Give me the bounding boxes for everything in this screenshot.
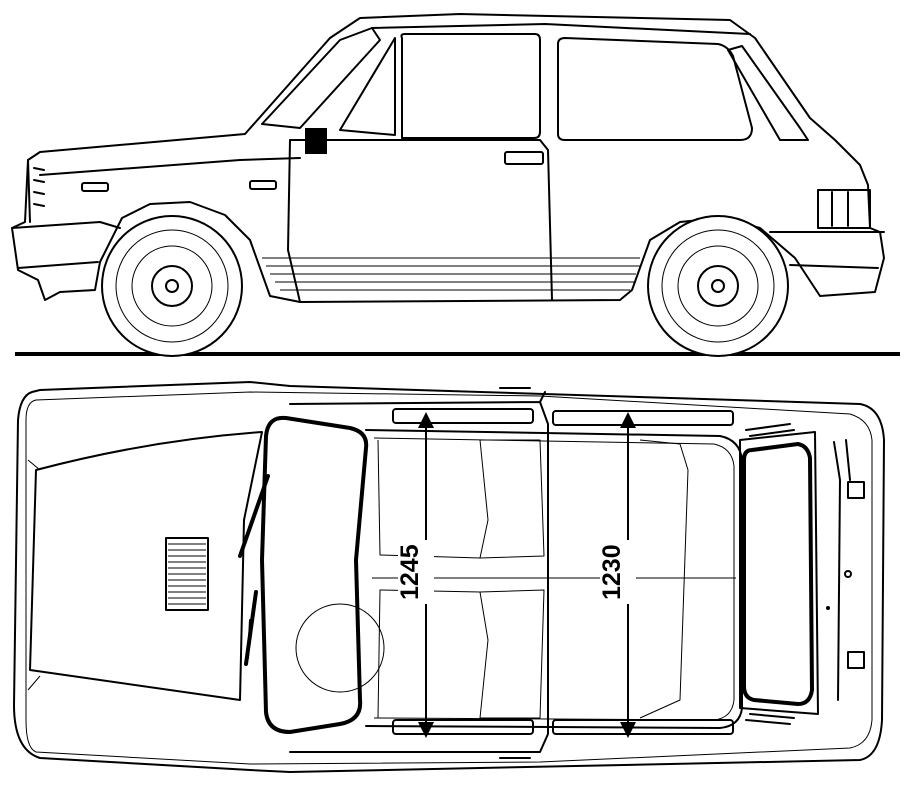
top-rear-window-frame [739, 431, 819, 715]
top-hood-vent-slats [168, 543, 206, 605]
side-tail-light-detail [831, 191, 849, 227]
side-door-handle [504, 151, 544, 165]
top-front-mirror-left [392, 408, 534, 424]
top-hood-crease [27, 459, 41, 691]
top-view: 1245 1230 [13, 381, 885, 773]
top-wiper-arms [241, 519, 253, 659]
side-rear-quarter-window [727, 45, 809, 141]
side-fender-marker-light [249, 180, 277, 190]
side-front-bumper [11, 221, 121, 269]
top-steering-wheel [295, 603, 385, 693]
side-rear-wheel [647, 215, 789, 357]
top-front-seat-left [377, 439, 545, 559]
top-door-edges [289, 391, 549, 753]
top-body-inner [25, 391, 873, 765]
side-rear-window [557, 37, 753, 141]
top-rear-strip-right [552, 719, 734, 735]
front-width-label: 1245 [396, 544, 424, 600]
side-sill-strips [262, 257, 640, 291]
top-rear-strip-left [552, 410, 734, 426]
side-front-wheel [101, 215, 243, 357]
side-door-outline [287, 139, 553, 303]
top-hood [29, 431, 263, 701]
side-front-window [339, 37, 396, 136]
top-lock [826, 606, 830, 610]
top-front-mirror-right [392, 719, 534, 735]
top-tail-light-lower [847, 651, 865, 669]
side-windshield [261, 27, 381, 129]
rear-width-label: 1230 [598, 544, 626, 600]
top-rear-window [742, 442, 814, 706]
dimension-rear-width: 1230 [598, 412, 636, 738]
side-view [11, 13, 900, 357]
top-tail-light-upper [847, 481, 865, 499]
top-body-outline [13, 381, 885, 773]
side-rear-bumper [769, 231, 885, 269]
side-mirror [305, 128, 327, 154]
side-hood-line [39, 157, 301, 176]
top-rear-seat [639, 439, 689, 719]
top-body-handles [499, 387, 531, 759]
top-hood-vent [165, 537, 209, 611]
top-front-seat-right [377, 589, 545, 719]
top-fuel-cap [844, 570, 852, 578]
top-rear-vents [745, 423, 795, 725]
side-front-marker-light [81, 182, 109, 192]
side-tail-light [817, 189, 871, 229]
side-roof-line [371, 23, 751, 35]
top-windshield [260, 415, 369, 734]
dimension-front-width: 1245 [396, 412, 434, 738]
top-roof-inner [373, 437, 735, 721]
top-rear-panel [833, 439, 851, 701]
side-door-window [400, 33, 541, 139]
side-grille [27, 159, 45, 223]
